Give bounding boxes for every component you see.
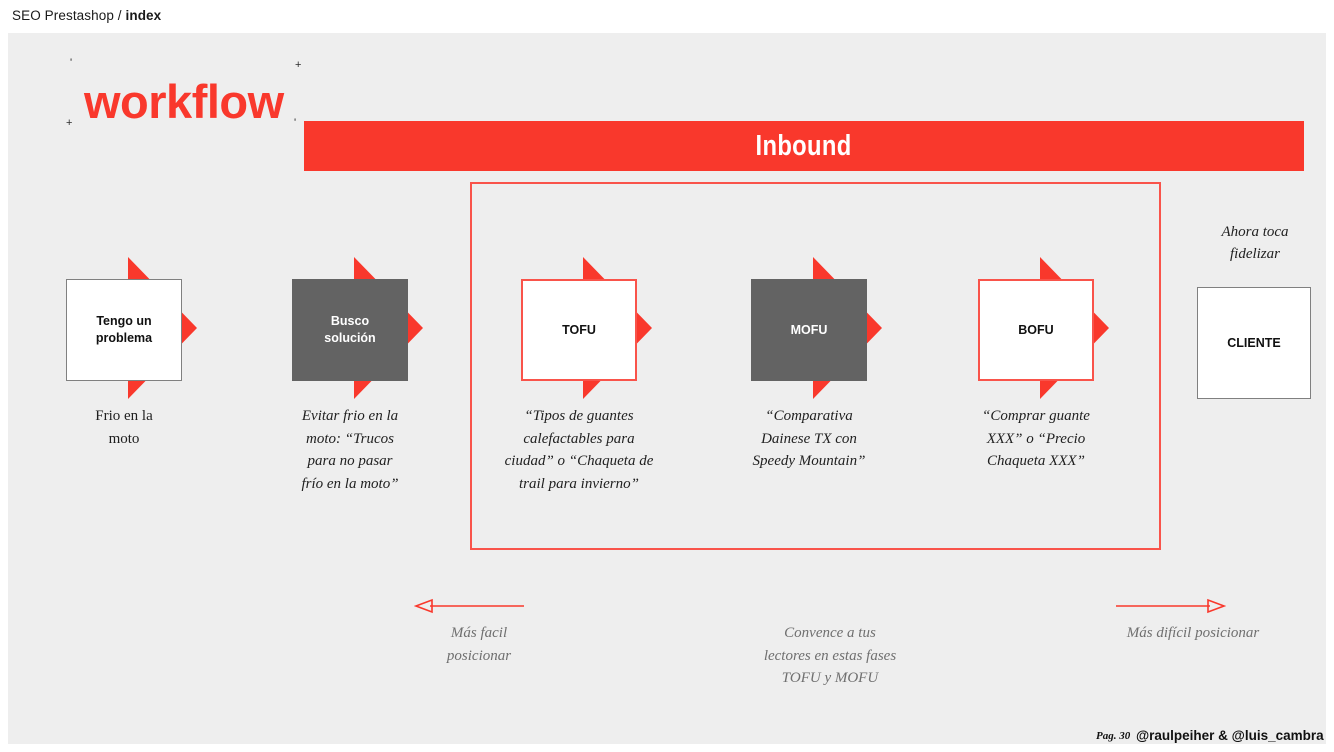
- right-arrow-icon: [1116, 598, 1227, 614]
- cliente-box-label: CLIENTE: [1227, 336, 1281, 350]
- crop-mark-bottom-right: ': [294, 117, 297, 129]
- page-title: workflow: [84, 75, 284, 128]
- page-gutter-bottom: [0, 744, 1334, 752]
- browser-header-tab[interactable]: SEO Prestashop / index: [0, 0, 390, 33]
- footer-page-number: Pag. 30: [1096, 730, 1131, 742]
- inbound-banner: Inbound: [304, 121, 1304, 171]
- header-tab-title: SEO Prestashop / index: [12, 8, 161, 23]
- stage-box[interactable]: MOFU: [751, 279, 867, 381]
- cliente-box[interactable]: CLIENTE: [1197, 287, 1311, 399]
- note-right: Más difícil posicionar: [1126, 625, 1260, 641]
- arrow-left-easier: [413, 598, 526, 619]
- inbound-stage-frame: [470, 182, 1161, 550]
- left-arrow-icon: [413, 598, 524, 614]
- crop-mark-top-left: ': [70, 57, 73, 69]
- stage-box-label: TOFU: [562, 322, 596, 337]
- stage-box-label: MOFU: [790, 322, 828, 337]
- header-title-bold: index: [125, 8, 162, 23]
- footer-handles: @raulpeiher & @luis_cambra: [1136, 728, 1324, 743]
- stage-box[interactable]: TOFU: [521, 279, 637, 381]
- crop-mark-top-right: +: [295, 59, 302, 71]
- arrow-right-harder: [1114, 598, 1227, 619]
- header-title-prefix: SEO Prestashop /: [12, 8, 126, 23]
- page-gutter-right: [1326, 0, 1334, 752]
- stage-box[interactable]: BOFU: [978, 279, 1094, 381]
- crop-mark-bottom-left: +: [66, 117, 73, 129]
- inbound-banner-label: Inbound: [755, 129, 853, 162]
- page-gutter-left: [0, 33, 8, 752]
- stage-box-label: BOFU: [1018, 322, 1054, 337]
